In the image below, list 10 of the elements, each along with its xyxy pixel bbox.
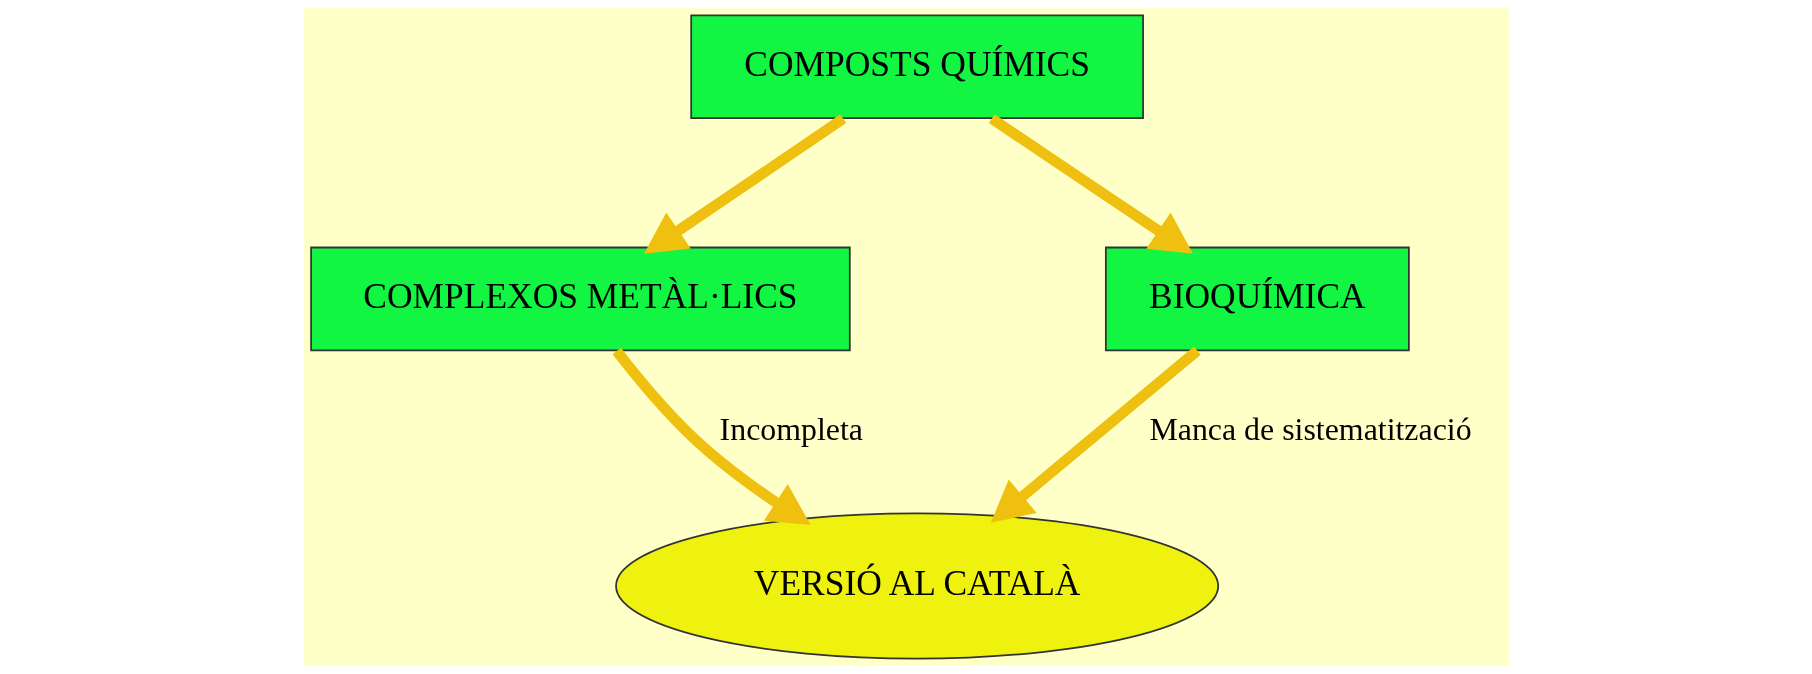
- edge-label: Manca de sistematització: [1148, 411, 1472, 447]
- node-box: BIOQUÍMICA: [1104, 246, 1410, 352]
- node-box: COMPLEXOS METÀL·LICS: [309, 246, 851, 352]
- arrow: [988, 114, 1193, 254]
- node-ellipse: VERSIÓ AL CATALÀ: [614, 512, 1219, 660]
- arrow: [612, 347, 811, 526]
- node-box: COMPOSTS QUÍMICS: [689, 14, 1144, 119]
- edge-label: Incompleta: [719, 411, 863, 447]
- arrow: [643, 114, 846, 254]
- arrow: [990, 346, 1201, 523]
